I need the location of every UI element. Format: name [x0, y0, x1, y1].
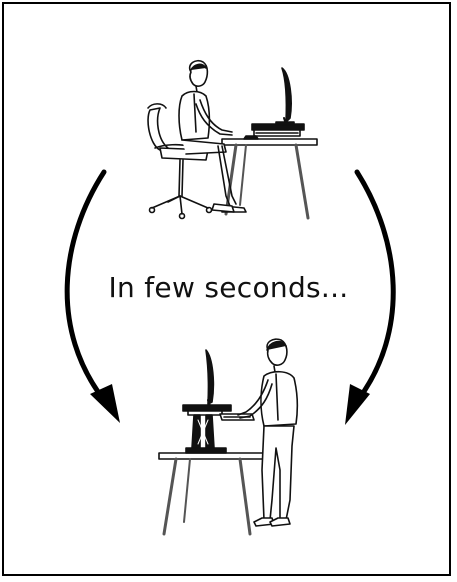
top-desk-riser: [244, 124, 304, 139]
seated-person: [179, 61, 246, 212]
standing-scene: [159, 339, 297, 534]
caption-text: In few seconds...: [0, 268, 457, 308]
seated-scene: [148, 61, 317, 219]
bottom-desk: [159, 453, 263, 534]
bottom-monitor: [206, 350, 213, 406]
top-desk: [222, 139, 317, 218]
top-monitor: [276, 68, 294, 125]
standing-person: [238, 339, 297, 526]
